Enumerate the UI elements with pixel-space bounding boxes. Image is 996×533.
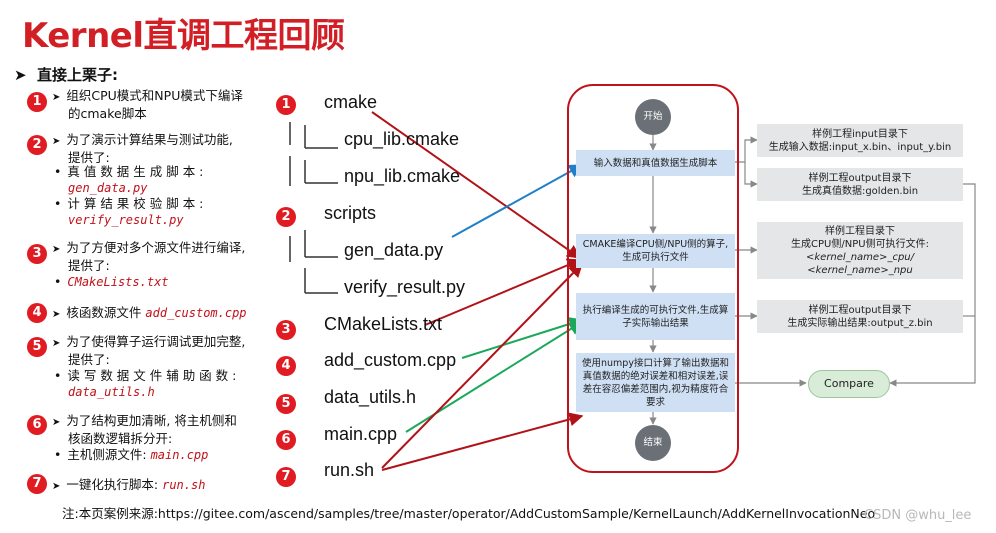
badge-7: 7 [27,474,47,494]
compare-node: Compare [808,370,890,398]
note-golden: 样例工程output目录下 生成真值数据:golden.bin [757,168,963,201]
left-item-2-line-1: 为了演示计算结果与测试功能, [52,132,232,150]
left-item-7-code: run.sh [162,478,206,492]
left-item-6-bullet-label: 主机侧源文件: [67,447,147,462]
note-exec-line-2: 生成CPU侧/NPU侧可执行文件: [791,238,929,250]
intro-text: 直接上栗子: [37,66,119,84]
note-exec-line-4: <kernel_name>_npu [807,264,913,276]
tree-gen-data: gen_data.py [344,240,444,260]
left-item-7-label: 一键化执行脚本: [52,477,158,492]
left-item-5-line-1: 为了使得算子运行调试更加完整, [52,334,245,352]
note-executable: 样例工程目录下 生成CPU侧/NPU侧可执行文件: <kernel_name>_… [757,222,963,279]
flow-step-4: 使用numpy接口计算了输出数据和真值数据的绝对误差和相对误差,误差在容忍偏差范… [576,353,735,412]
left-item-1-line-2: 的cmake脚本 [68,106,147,121]
left-item-4-label: 核函数源文件 [52,305,141,320]
left-item-2-line-2: 提供了: [68,150,110,165]
left-item-3-bullet: CMakeLists.txt [52,274,245,290]
left-item-6-code: main.cpp [150,448,209,462]
left-item-6-line-2: 核函数逻辑拆分开: [68,431,173,446]
tree-badge-5: 5 [276,394,296,414]
badge-5: 5 [27,337,47,357]
note-golden-line-1: 样例工程output目录下 [808,172,912,184]
cmake-to-build-arrow [371,111,582,259]
flow-start: 开始 [635,99,671,135]
left-item-6-line-1: 为了结构更加清晰, 将主机侧和 [52,413,236,431]
tree-data-utils: data_utils.h [324,387,417,407]
note-output-line-1: 样例工程output目录下 [808,304,912,316]
tree-cpu-lib: cpu_lib.cmake [344,129,460,149]
tree-cmake: cmake [324,92,378,112]
left-item-1: 组织CPU模式和NPU模式下编译 的cmake脚本 [52,88,242,122]
badge-2: 2 [27,135,47,155]
left-item-3-code: CMakeLists.txt [67,275,169,289]
source-note: 注:本页案例来源:https://gitee.com/ascend/sample… [62,506,876,521]
tree-verify-result: verify_result.py [344,277,466,297]
run-to-end-arrow [381,412,584,471]
badge-4: 4 [27,303,47,323]
tree-badge-2: 2 [276,207,296,227]
bullet-verify-label: 计 算 结 果 校 验 脚 本 : [54,196,203,212]
left-item-5-code: data_utils.h [68,385,155,399]
bullet-gen-data-label: 真 值 数 据 生 成 脚 本 : [54,164,203,180]
golden-to-compare [889,183,976,387]
tree-badge-4: 4 [276,356,296,376]
badge-6: 6 [27,415,47,435]
tree-npu-lib: npu_lib.cmake [344,166,461,186]
tree-scripts: scripts [324,203,377,223]
note-golden-line-2: 生成真值数据:golden.bin [801,185,919,197]
left-item-6: 为了结构更加清晰, 将主机侧和 核函数逻辑拆分开: 主机侧源文件: main.c… [52,413,237,463]
tree-badge-1: 1 [276,95,296,115]
flow-end: 结束 [635,425,671,461]
tree-run: run.sh [324,460,375,480]
flow-step-3: 执行编译生成的可执行文件,生成算子实际输出结果 [576,293,735,340]
arrow-right-icon: ➤ [14,66,38,84]
left-item-7: 一键化执行脚本: run.sh [52,477,205,495]
tree-badge-7: 7 [276,467,296,487]
tree-cmakelists: CMakeLists.txt [324,314,443,334]
left-item-5: 为了使得算子运行调试更加完整, 提供了: 读 写 数 据 文 件 辅 助 函 数… [52,334,245,400]
badge-3: 3 [27,244,47,264]
left-item-5-line-2: 提供了: [68,352,110,367]
addcustom-to-exec-arrow [461,317,584,359]
left-item-2-bullets: 真 值 数 据 生 成 脚 本 : gen_data.py 计 算 结 果 校 … [54,164,203,228]
flow-step-1: 输入数据和真值数据生成脚本 [576,150,735,176]
left-item-3-line-2: 提供了: [68,258,110,273]
left-item-4-code: add_custom.cpp [145,306,247,320]
bullet-gen-data-code: gen_data.py [68,181,148,195]
gendata-to-input-arrow [451,164,584,238]
note-input: 样例工程input目录下 生成输入数据:input_x.bin、input_y.… [757,124,963,157]
badge-1: 1 [27,92,47,112]
note-input-line-2: 生成输入数据:input_x.bin、input_y.bin [768,141,952,153]
left-item-2: 为了演示计算结果与测试功能, 提供了: [52,132,232,166]
left-item-1-line-1: 组织CPU模式和NPU模式下编译 [52,88,242,106]
tree-badge-3: 3 [276,320,296,340]
flow-frame [567,84,739,473]
left-item-4: 核函数源文件 add_custom.cpp [52,305,247,323]
tree-badge-6: 6 [276,430,296,450]
note-exec-line-1: 样例工程目录下 [825,225,895,237]
run-to-build-arrow [381,263,583,469]
cmakelists-to-build-arrow [424,258,582,326]
intro-heading: ➤ 直接上栗子: [14,64,118,85]
page-title: Kernel直调工程回顾 [22,16,345,56]
note-exec-line-3: <kernel_name>_cpu/ [806,251,914,263]
left-item-6-bullet: 主机侧源文件: main.cpp [52,447,237,463]
watermark: CSDN @whu_lee [864,508,972,523]
left-item-3-line-1: 为了方便对多个源文件进行编译, [52,240,245,258]
note-output-line-2: 生成实际输出结果:output_z.bin [787,317,933,329]
note-input-line-1: 样例工程input目录下 [812,128,908,140]
note-arrow [744,162,758,188]
note-arrow [735,136,758,163]
left-item-5-bullet-label: 读 写 数 据 文 件 辅 助 函 数 : [52,368,245,384]
left-item-3: 为了方便对多个源文件进行编译, 提供了: CMakeLists.txt [52,240,245,290]
tree-add-custom: add_custom.cpp [324,350,457,370]
note-output: 样例工程output目录下 生成实际输出结果:output_z.bin [757,300,963,333]
bullet-verify-code: verify_result.py [68,213,184,227]
flow-step-2: CMAKE编译CPU侧/NPU侧的算子,生成可执行文件 [576,234,735,268]
tree-main: main.cpp [324,424,398,444]
